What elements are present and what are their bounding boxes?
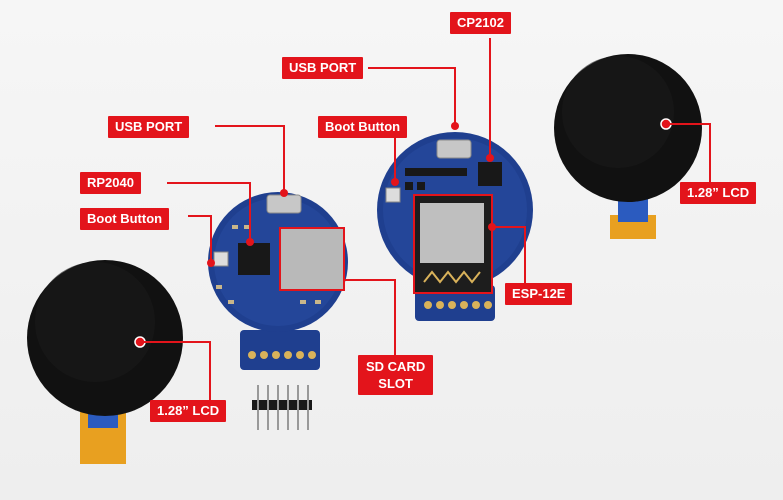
right-lcd — [554, 54, 702, 239]
rp2040-chip — [238, 243, 270, 275]
label-sd-card-line1: SD CARD — [366, 359, 426, 374]
esp-usb-port — [436, 139, 472, 159]
esp-boot-button — [385, 187, 401, 203]
leader-lines — [140, 38, 711, 400]
rp2040-boot-button — [213, 251, 229, 267]
sd-card-slot — [279, 227, 345, 291]
left-lcd — [27, 260, 183, 464]
label-rp2040: RP2040 — [80, 172, 141, 194]
rp2040-usb-port — [266, 194, 302, 214]
rp2040-board — [207, 189, 348, 370]
label-cp2102: CP2102 — [450, 12, 511, 34]
esp12e-board — [377, 122, 533, 321]
label-boot-button-right: Boot Button — [318, 116, 408, 138]
cp2102-chip — [478, 162, 502, 186]
label-lcd-right: 1.28” LCD — [680, 182, 757, 204]
label-sd-card-slot: SD CARD SLOT — [358, 355, 434, 395]
label-sd-card-line2: SLOT — [378, 376, 413, 391]
label-esp12e: ESP-12E — [505, 283, 573, 305]
label-usb-port-right: USB PORT — [282, 57, 364, 79]
label-lcd-left: 1.28” LCD — [150, 400, 227, 422]
label-usb-port-left: USB PORT — [108, 116, 190, 138]
pin-header — [252, 385, 312, 430]
label-boot-button-left: Boot Button — [80, 208, 170, 230]
